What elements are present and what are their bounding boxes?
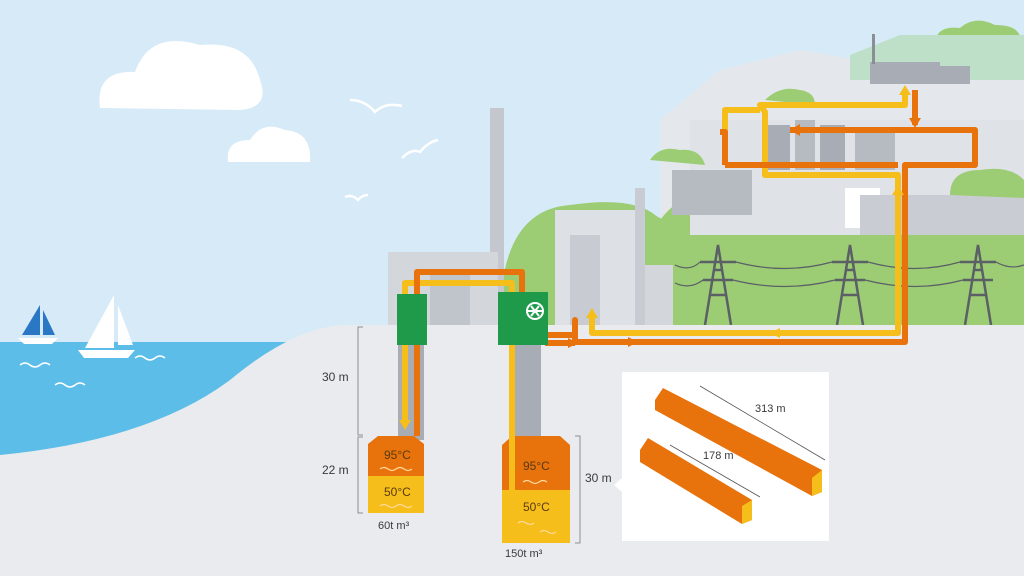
small-tank-hot-temp: 95°C (384, 448, 411, 462)
waves (19, 355, 166, 388)
large-tank-cold-temp: 50°C (523, 500, 550, 514)
sailboats (18, 295, 135, 358)
short-tunnel-length: 178 m (703, 450, 734, 462)
heat-exchanger-icon (526, 302, 544, 320)
storage-tank-large (502, 436, 570, 543)
small-tank-cold-temp: 50°C (384, 485, 411, 499)
dimension-brackets (357, 326, 581, 544)
power-plant (388, 108, 673, 328)
tunnel-inset (614, 372, 829, 541)
power-pylons (674, 244, 1024, 326)
small-tank-depth-label: 30 m (322, 370, 349, 384)
water-waves (379, 466, 557, 535)
heat-exchanger-small (397, 294, 427, 345)
storage-tank-small (368, 436, 424, 513)
small-tank-height-label: 22 m (322, 463, 349, 477)
long-tunnel-length: 313 m (755, 403, 786, 415)
large-tank-height-label: 30 m (585, 471, 612, 485)
large-tank-hot-temp: 95°C (523, 459, 550, 473)
small-tank-volume: 60t m³ (378, 520, 410, 532)
hot-pipes (414, 90, 978, 436)
heat-exchanger-large (498, 292, 548, 345)
large-tank-volume: 150t m³ (505, 548, 543, 560)
birds (344, 98, 439, 202)
